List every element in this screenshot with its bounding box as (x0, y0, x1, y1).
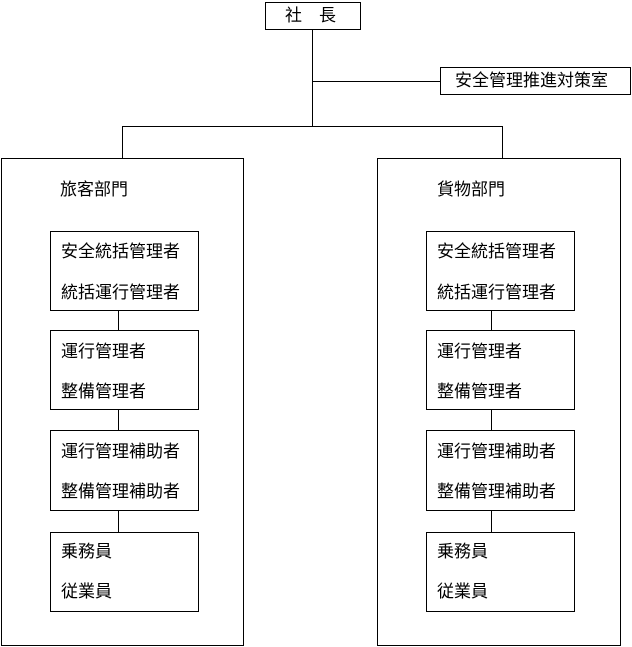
role-line: 整備管理者 (437, 382, 522, 402)
president-box: 社 長 (265, 2, 361, 30)
connector-right-1 (491, 310, 492, 331)
role-line: 整備管理補助者 (437, 482, 556, 502)
connector-right-2 (491, 410, 492, 431)
role-line: 乗務員 (437, 542, 488, 562)
role-box: 安全統括管理者 統括運行管理者 (50, 231, 199, 311)
division-cargo-title: 貨物部門 (437, 180, 505, 200)
role-line: 運行管理補助者 (61, 442, 180, 462)
role-box: 運行管理補助者 整備管理補助者 (50, 430, 199, 511)
role-line: 運行管理者 (437, 342, 522, 362)
role-line: 運行管理者 (61, 342, 146, 362)
connector-right-drop (502, 126, 503, 159)
role-line: 整備管理補助者 (61, 482, 180, 502)
role-line: 従業員 (437, 582, 488, 602)
role-line: 安全統括管理者 (61, 242, 180, 262)
connector-left-drop (122, 126, 123, 159)
role-line: 従業員 (61, 582, 112, 602)
role-line: 安全統括管理者 (437, 242, 556, 262)
role-box: 安全統括管理者 統括運行管理者 (426, 231, 575, 311)
role-line: 運行管理補助者 (437, 442, 556, 462)
connector-left-3 (118, 510, 119, 533)
role-box: 運行管理者 整備管理者 (50, 330, 199, 410)
connector-division-bar (122, 126, 503, 127)
president-label: 社 長 (285, 6, 336, 26)
connector-left-2 (118, 410, 119, 431)
role-line: 統括運行管理者 (61, 283, 180, 303)
connector-safety-office (312, 81, 440, 82)
division-passenger-title: 旅客部門 (60, 180, 128, 200)
role-line: 整備管理者 (61, 382, 146, 402)
connector-president-trunk (312, 30, 313, 126)
role-line: 乗務員 (61, 542, 112, 562)
role-box: 運行管理者 整備管理者 (426, 330, 575, 410)
role-box: 運行管理補助者 整備管理補助者 (426, 430, 575, 511)
connector-left-1 (118, 310, 119, 331)
role-box: 乗務員 従業員 (50, 532, 199, 612)
safety-office-label: 安全管理推進対策室 (455, 71, 608, 91)
role-box: 乗務員 従業員 (426, 532, 575, 612)
role-line: 統括運行管理者 (437, 283, 556, 303)
connector-right-3 (491, 510, 492, 533)
safety-office-box: 安全管理推進対策室 (440, 67, 631, 95)
